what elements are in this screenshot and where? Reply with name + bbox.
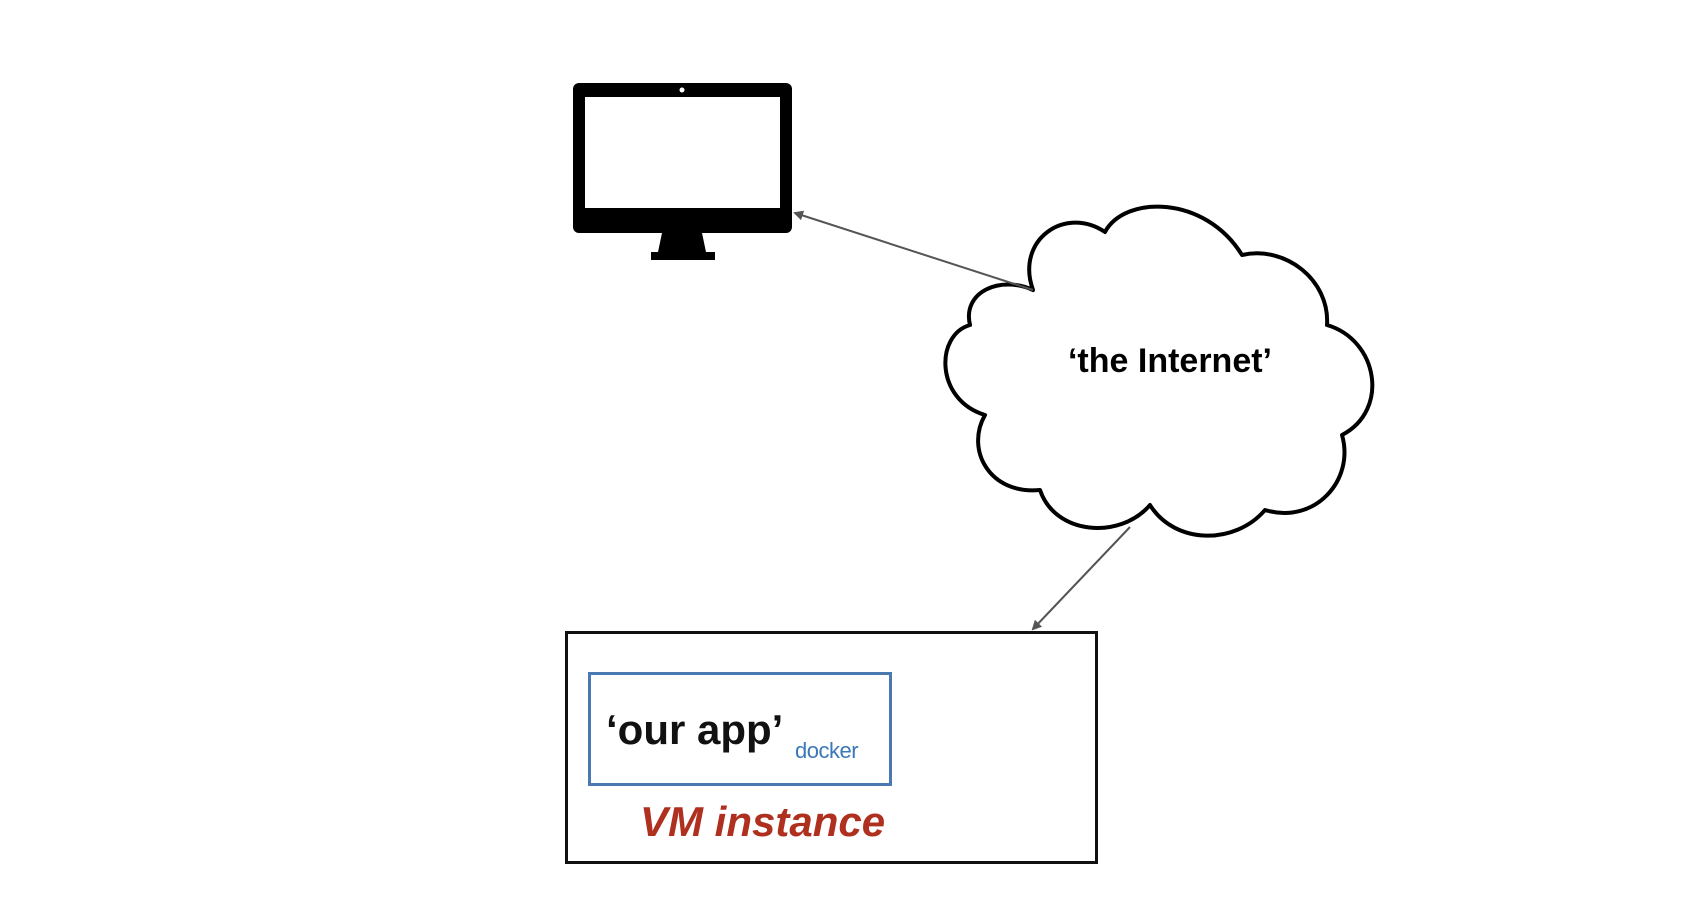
cloud-label: ‘the Internet’ — [1067, 342, 1273, 380]
docker-label: docker — [795, 738, 859, 763]
monitor-icon — [573, 83, 792, 260]
arrow-cloud-to-monitor — [793, 210, 1034, 291]
app-container-box — [588, 672, 892, 786]
cloud-shape — [943, 204, 1375, 538]
arrow-cloud-to-vm — [1031, 526, 1131, 631]
app-label: ‘our app’ — [606, 706, 784, 753]
vm-instance-label: VM instance — [640, 798, 886, 845]
